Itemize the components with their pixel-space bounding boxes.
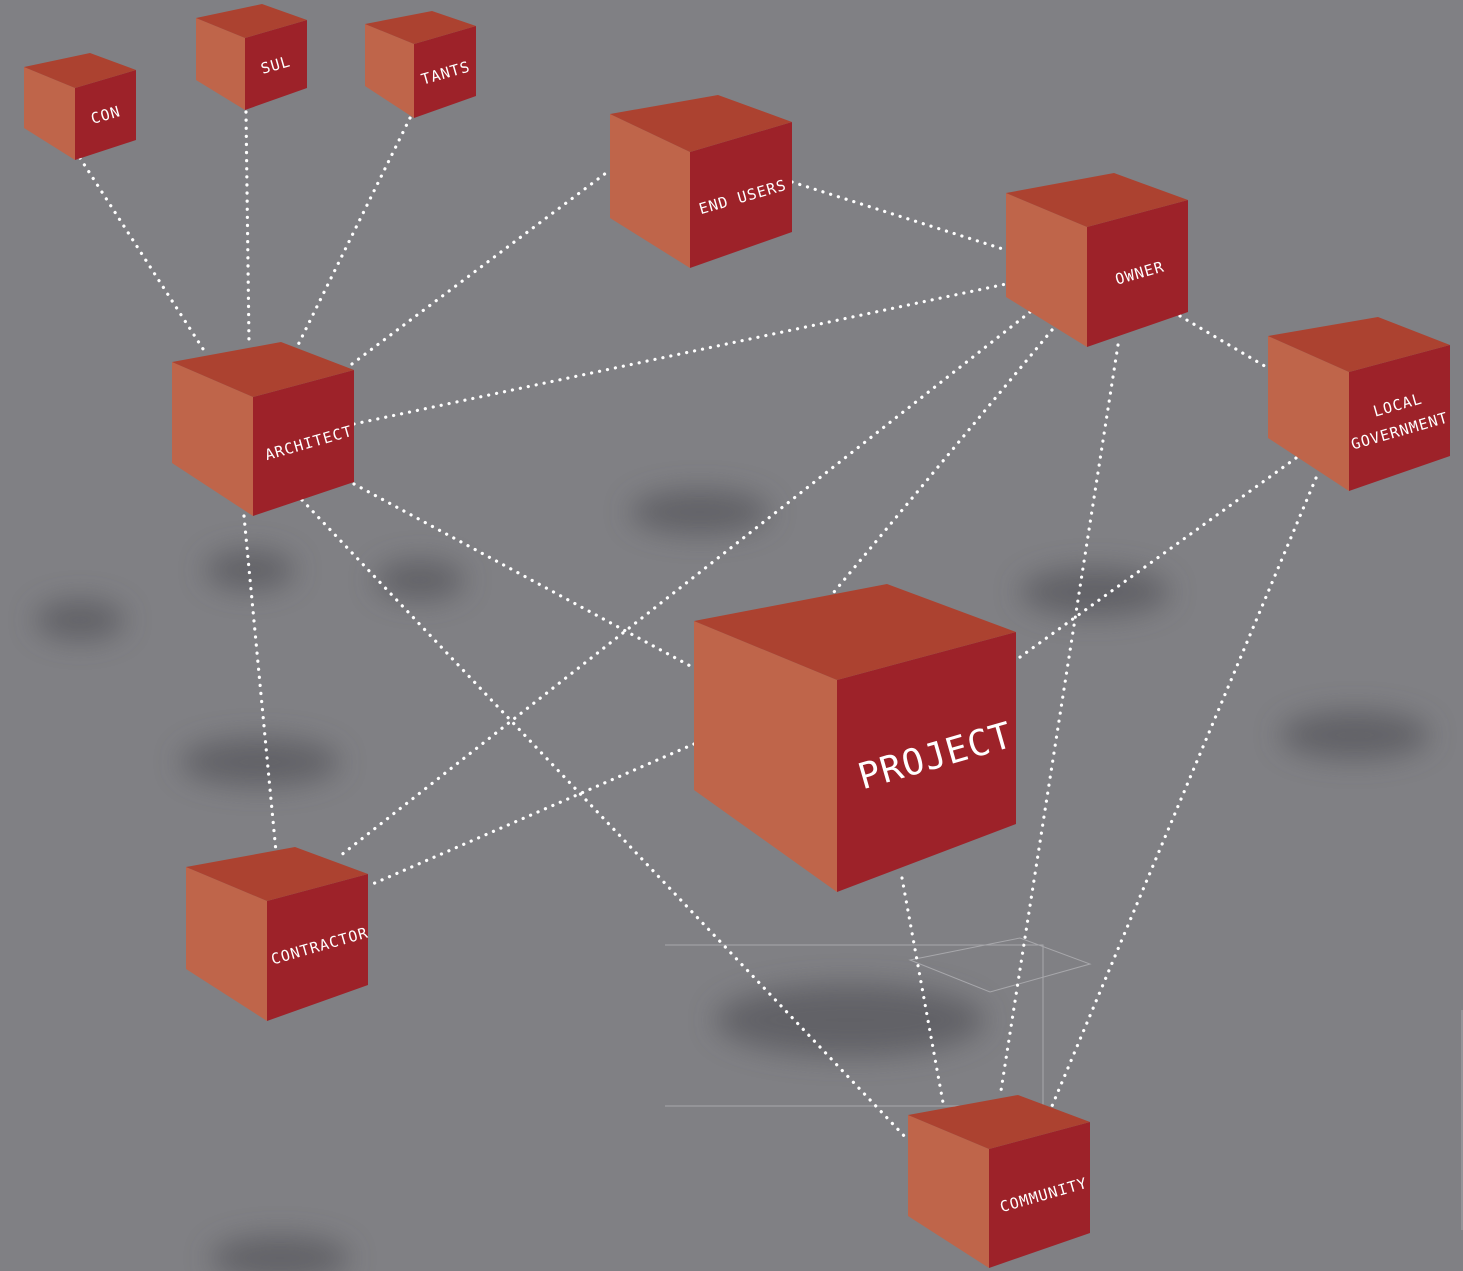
connector-end-users-owner [790, 180, 1008, 252]
connector-sul-architect [244, 110, 251, 344]
floor-shadows [35, 490, 1430, 1271]
connectors [78, 110, 1318, 1142]
cube-architect[interactable]: ARCHITECT [172, 342, 355, 516]
cube-owner[interactable]: OWNER [1006, 173, 1188, 347]
cube-tants[interactable]: TANTS [365, 11, 476, 118]
shadow-contractor [180, 738, 340, 786]
guide-rectangle [665, 944, 1044, 1107]
cube-end-users[interactable]: END USERS [610, 95, 792, 268]
connector-local-government-project [1014, 456, 1298, 662]
cube-contractor[interactable]: CONTRACTOR [186, 847, 370, 1021]
cube-local-government-top-face [1268, 317, 1450, 372]
shadow-project [715, 984, 985, 1056]
cube-contractor-top-face [186, 847, 368, 901]
connector-owner-local-government [1178, 314, 1270, 370]
guide-diamond [908, 937, 1092, 993]
cube-owner-top-face [1006, 173, 1188, 227]
cube-con-right-face [75, 70, 136, 160]
connector-architect-end-users [350, 168, 612, 366]
shadow-end-users [630, 490, 770, 534]
cube-sul-right-face [245, 20, 307, 110]
cube-community-right-face [989, 1122, 1090, 1268]
cube-sul-top-face [196, 4, 307, 38]
shadow-community [210, 1236, 350, 1271]
cube-project-right-face [837, 632, 1016, 892]
connector-architect-community [300, 498, 910, 1142]
cube-local-government[interactable]: LOCAL GOVERNMENT [1268, 317, 1450, 491]
connector-con-architect [78, 156, 207, 354]
cube-tants-left-face [365, 24, 414, 118]
cube-con[interactable]: CON [24, 53, 136, 160]
cube-community-left-face [908, 1115, 989, 1268]
cube-end-users-left-face [610, 114, 690, 268]
shadow-architect-b [375, 560, 465, 600]
connector-project-contractor [366, 742, 696, 888]
connector-local-government-community [1050, 476, 1318, 1108]
cube-architect-left-face [172, 362, 253, 516]
shadow-owner [1020, 568, 1170, 616]
connector-owner-contractor [338, 310, 1032, 858]
cube-architect-right-face [253, 370, 354, 516]
shadow-con [35, 600, 125, 640]
cube-tants-right-face [414, 26, 476, 118]
guide-lines [665, 937, 1463, 1230]
cube-sul-left-face [196, 18, 245, 110]
cube-contractor-left-face [186, 867, 267, 1021]
cube-tants-top-face [365, 11, 476, 44]
connector-architect-contractor [242, 514, 278, 854]
cube-contractor-right-face [267, 874, 368, 1021]
connector-owner-community [998, 343, 1120, 1099]
cube-end-users-right-face [690, 122, 792, 268]
cube-project[interactable]: PROJECT [694, 584, 1018, 892]
cube-con-left-face [24, 67, 75, 160]
connector-owner-project [832, 328, 1054, 594]
cube-end-users-top-face [610, 95, 792, 152]
connector-project-community [900, 876, 946, 1110]
cube-owner-right-face [1087, 200, 1188, 347]
cube-project-top-face [694, 584, 1016, 680]
cube-sul[interactable]: SUL [196, 4, 307, 110]
cube-owner-left-face [1006, 193, 1087, 347]
cube-local-government-right-face [1349, 345, 1450, 491]
cube-con-top-face [24, 53, 136, 88]
cube-community[interactable]: COMMUNITY [908, 1095, 1090, 1268]
cube-local-government-left-face [1268, 336, 1349, 491]
cube-project-left-face [694, 621, 837, 892]
connector-tants-architect [296, 116, 412, 347]
connector-architect-project [352, 482, 696, 670]
cube-community-top-face [908, 1095, 1090, 1149]
connector-architect-owner [352, 282, 1008, 426]
cubes: CON SUL TANTS END USERS OWNER [24, 4, 1450, 1268]
shadow-local-government [1280, 711, 1430, 759]
shadow-architect-a [205, 550, 295, 590]
cube-architect-top-face [172, 342, 354, 397]
